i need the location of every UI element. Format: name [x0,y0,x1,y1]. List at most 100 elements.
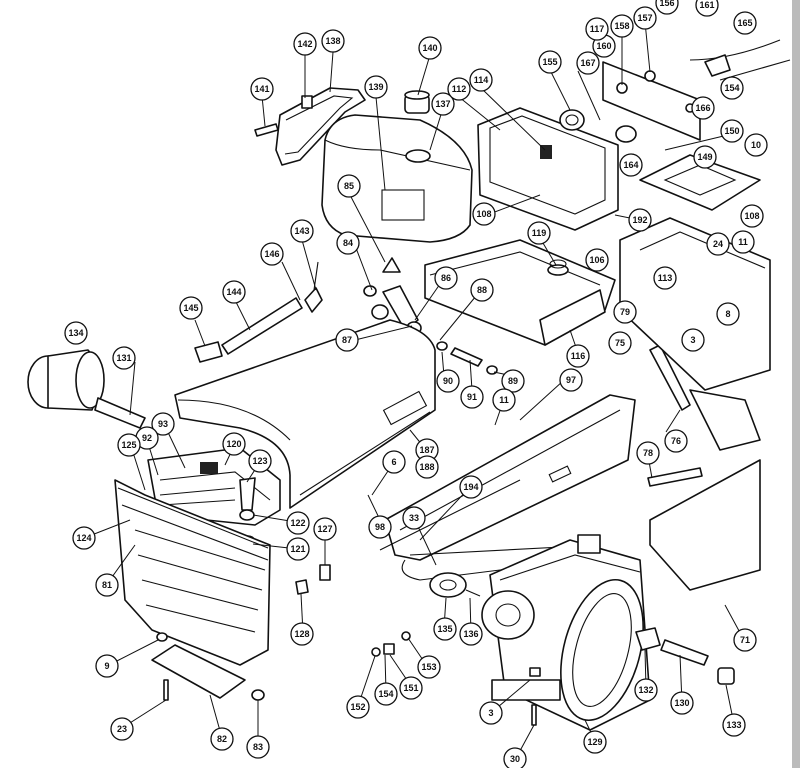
svg-text:3: 3 [690,335,695,345]
callout-136: 136 [459,622,483,646]
svg-text:11: 11 [499,395,509,405]
callout-129: 129 [583,730,607,754]
callout-134: 134 [64,321,88,345]
svg-text:158: 158 [614,21,629,31]
svg-text:106: 106 [589,255,604,265]
part-frame-rail [384,394,636,561]
svg-text:123: 123 [252,456,267,466]
svg-text:154: 154 [724,83,739,93]
svg-text:134: 134 [68,328,83,338]
svg-text:108: 108 [476,209,491,219]
part-engine [481,534,651,731]
svg-text:71: 71 [740,635,750,645]
svg-text:119: 119 [532,228,547,238]
svg-text:141: 141 [254,84,269,94]
svg-text:114: 114 [474,75,489,85]
callout-86: 86 [434,266,458,290]
callout-9: 9 [95,654,119,678]
svg-text:87: 87 [342,335,352,345]
svg-text:129: 129 [587,737,602,747]
callout-83: 83 [246,735,270,759]
callout-137: 137 [431,92,455,116]
callout-144: 144 [222,280,246,304]
part-ignition-cable [689,39,791,81]
svg-text:76: 76 [671,436,681,446]
svg-text:132: 132 [638,685,653,695]
svg-text:78: 78 [643,448,653,458]
callout-139: 139 [364,75,388,99]
svg-text:142: 142 [297,39,312,49]
svg-text:89: 89 [508,376,518,386]
callout-130: 130 [670,691,694,715]
svg-text:10: 10 [751,140,761,150]
callout-85: 85 [337,174,361,198]
callout-127: 127 [313,517,337,541]
callout-81: 81 [95,573,119,597]
part-linkage-right [647,344,761,487]
svg-text:143: 143 [294,226,309,236]
part-hood [174,319,436,509]
svg-text:149: 149 [697,152,712,162]
part-hardware [156,564,541,726]
callout-158: 158 [610,14,634,38]
callout-11-middle: 11 [492,388,516,412]
callout-84: 84 [336,231,360,255]
svg-text:156: 156 [659,0,674,8]
svg-text:9: 9 [104,661,109,671]
svg-text:117: 117 [590,24,605,34]
svg-text:6: 6 [391,457,396,467]
callout-8: 8 [716,302,740,326]
svg-text:81: 81 [102,580,112,590]
svg-text:121: 121 [290,544,305,554]
callout-143: 143 [290,219,314,243]
callout-24: 24 [706,232,730,256]
part-battery-tray [424,239,616,346]
svg-text:167: 167 [580,58,595,68]
callout-114: 114 [469,68,493,92]
callout-87: 87 [335,328,359,352]
callout-141: 141 [250,77,274,101]
callout-108: 108 [472,202,496,226]
callout-187: 187 [415,438,439,462]
svg-text:85: 85 [344,181,354,191]
svg-text:8: 8 [725,309,730,319]
svg-text:146: 146 [264,249,279,259]
svg-text:136: 136 [463,629,478,639]
callout-132: 132 [634,678,658,702]
part-fuel-tank [321,114,473,243]
part-axle-assembly [635,627,735,685]
callout-145: 145 [179,296,203,320]
callout-152: 152 [346,695,370,719]
callout-153: 153 [417,655,441,679]
part-chassis-right [619,217,771,591]
callout-76: 76 [664,429,688,453]
callout-71: 71 [733,628,757,652]
svg-text:139: 139 [368,82,383,92]
svg-text:151: 151 [403,683,418,693]
part-fuel-cap [404,90,430,114]
part-bolt-141 [254,123,279,137]
svg-text:157: 157 [637,13,652,23]
part-clip-85 [382,257,401,273]
callout-167: 167 [576,51,600,75]
callout-3: 3 [681,328,705,352]
svg-text:30: 30 [510,754,520,764]
svg-text:91: 91 [467,392,477,402]
svg-text:154: 154 [378,689,393,699]
part-socket [615,125,637,143]
callout-122: 122 [286,511,310,535]
part-switch-panel [602,61,701,141]
callout-75: 75 [608,331,632,355]
svg-text:127: 127 [317,524,332,534]
svg-text:153: 153 [421,662,436,672]
callout-3-lower: 3 [479,701,503,725]
svg-text:161: 161 [699,0,714,10]
scan-edge [792,0,800,768]
svg-text:83: 83 [253,742,263,752]
callout-155: 155 [538,50,562,74]
part-gauge [559,109,585,131]
callout-149: 149 [693,145,717,169]
callout-140: 140 [418,36,442,60]
callout-165: 165 [733,11,757,35]
svg-text:82: 82 [217,734,227,744]
